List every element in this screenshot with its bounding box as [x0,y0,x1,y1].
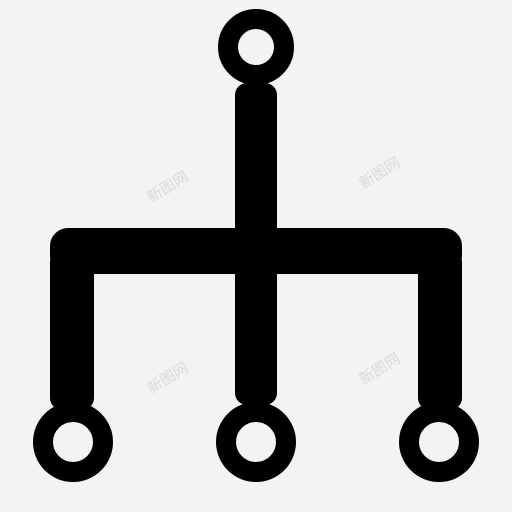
top-node-circle [218,9,294,85]
left-branch-connector [50,250,94,410]
middle-child-node-circle [216,402,296,482]
right-branch-connector [418,250,462,410]
branch-bar [50,228,462,274]
left-child-node-circle [33,402,113,482]
right-child-node-circle [399,402,479,482]
